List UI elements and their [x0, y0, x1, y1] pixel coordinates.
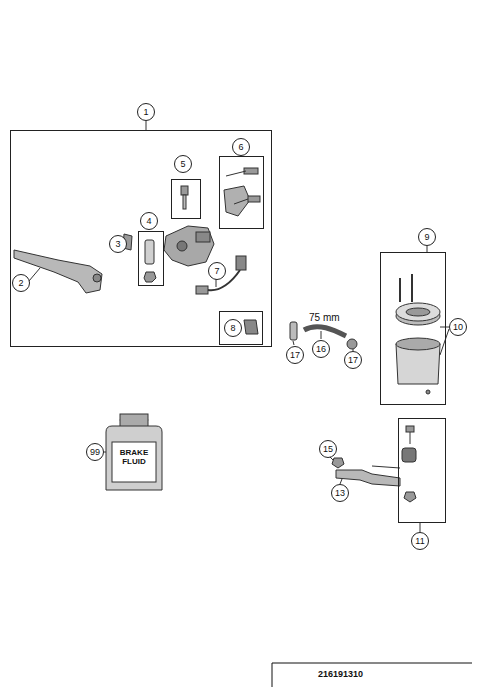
- callout-number: 6: [238, 143, 243, 152]
- dimension-label: 75 mm: [309, 312, 359, 324]
- part-group-box: 8: [219, 311, 263, 345]
- callout-circle: 11: [411, 532, 429, 550]
- callout-number: 16: [316, 345, 326, 354]
- callout-number: 3: [115, 240, 120, 249]
- callout-circle: 7: [208, 262, 226, 280]
- callout-circle: 1: [137, 103, 155, 121]
- callout-circle: 4: [140, 212, 158, 230]
- callout-circle: 8: [224, 319, 242, 337]
- callout-circle: 17: [344, 351, 362, 369]
- part-group-box: 16543278: [10, 130, 272, 347]
- drawing-number: 216191310: [318, 669, 418, 679]
- callout-number: 17: [348, 356, 358, 365]
- part-group-box: 6: [219, 156, 264, 229]
- callout-circle: 17: [286, 346, 304, 364]
- part-group-box: 9: [380, 252, 446, 405]
- callout-number: 15: [323, 445, 333, 454]
- callout-circle: 10: [449, 318, 467, 336]
- callout-number: 2: [18, 279, 23, 288]
- callout-number: 9: [424, 233, 429, 242]
- callout-circle: 2: [12, 274, 30, 292]
- callout-circle: 3: [109, 235, 127, 253]
- callout-number: 11: [415, 537, 424, 546]
- callout-circle: 15: [319, 440, 337, 458]
- callout-number: 8: [230, 324, 235, 333]
- callout-circle: 9: [418, 228, 436, 246]
- callout-circle: 6: [232, 138, 250, 156]
- callout-number: 5: [180, 160, 185, 169]
- part-group-box: 5: [171, 179, 201, 219]
- callout-number: 1: [143, 108, 148, 117]
- bottle-label: BRAKE FLUID: [114, 448, 154, 466]
- callout-circle: 16: [312, 340, 330, 358]
- callout-circle: 5: [174, 155, 192, 173]
- callout-number: 17: [290, 351, 300, 360]
- part-group-box: 11: [398, 418, 446, 523]
- callout-number: 7: [214, 267, 219, 276]
- callout-number: 13: [335, 489, 345, 498]
- callout-number: 99: [90, 448, 100, 457]
- callout-circle: 99: [86, 443, 104, 461]
- part-group-box: 4: [138, 231, 164, 286]
- callout-number: 10: [453, 323, 463, 332]
- callout-circle: 13: [331, 484, 349, 502]
- callout-number: 4: [146, 217, 151, 226]
